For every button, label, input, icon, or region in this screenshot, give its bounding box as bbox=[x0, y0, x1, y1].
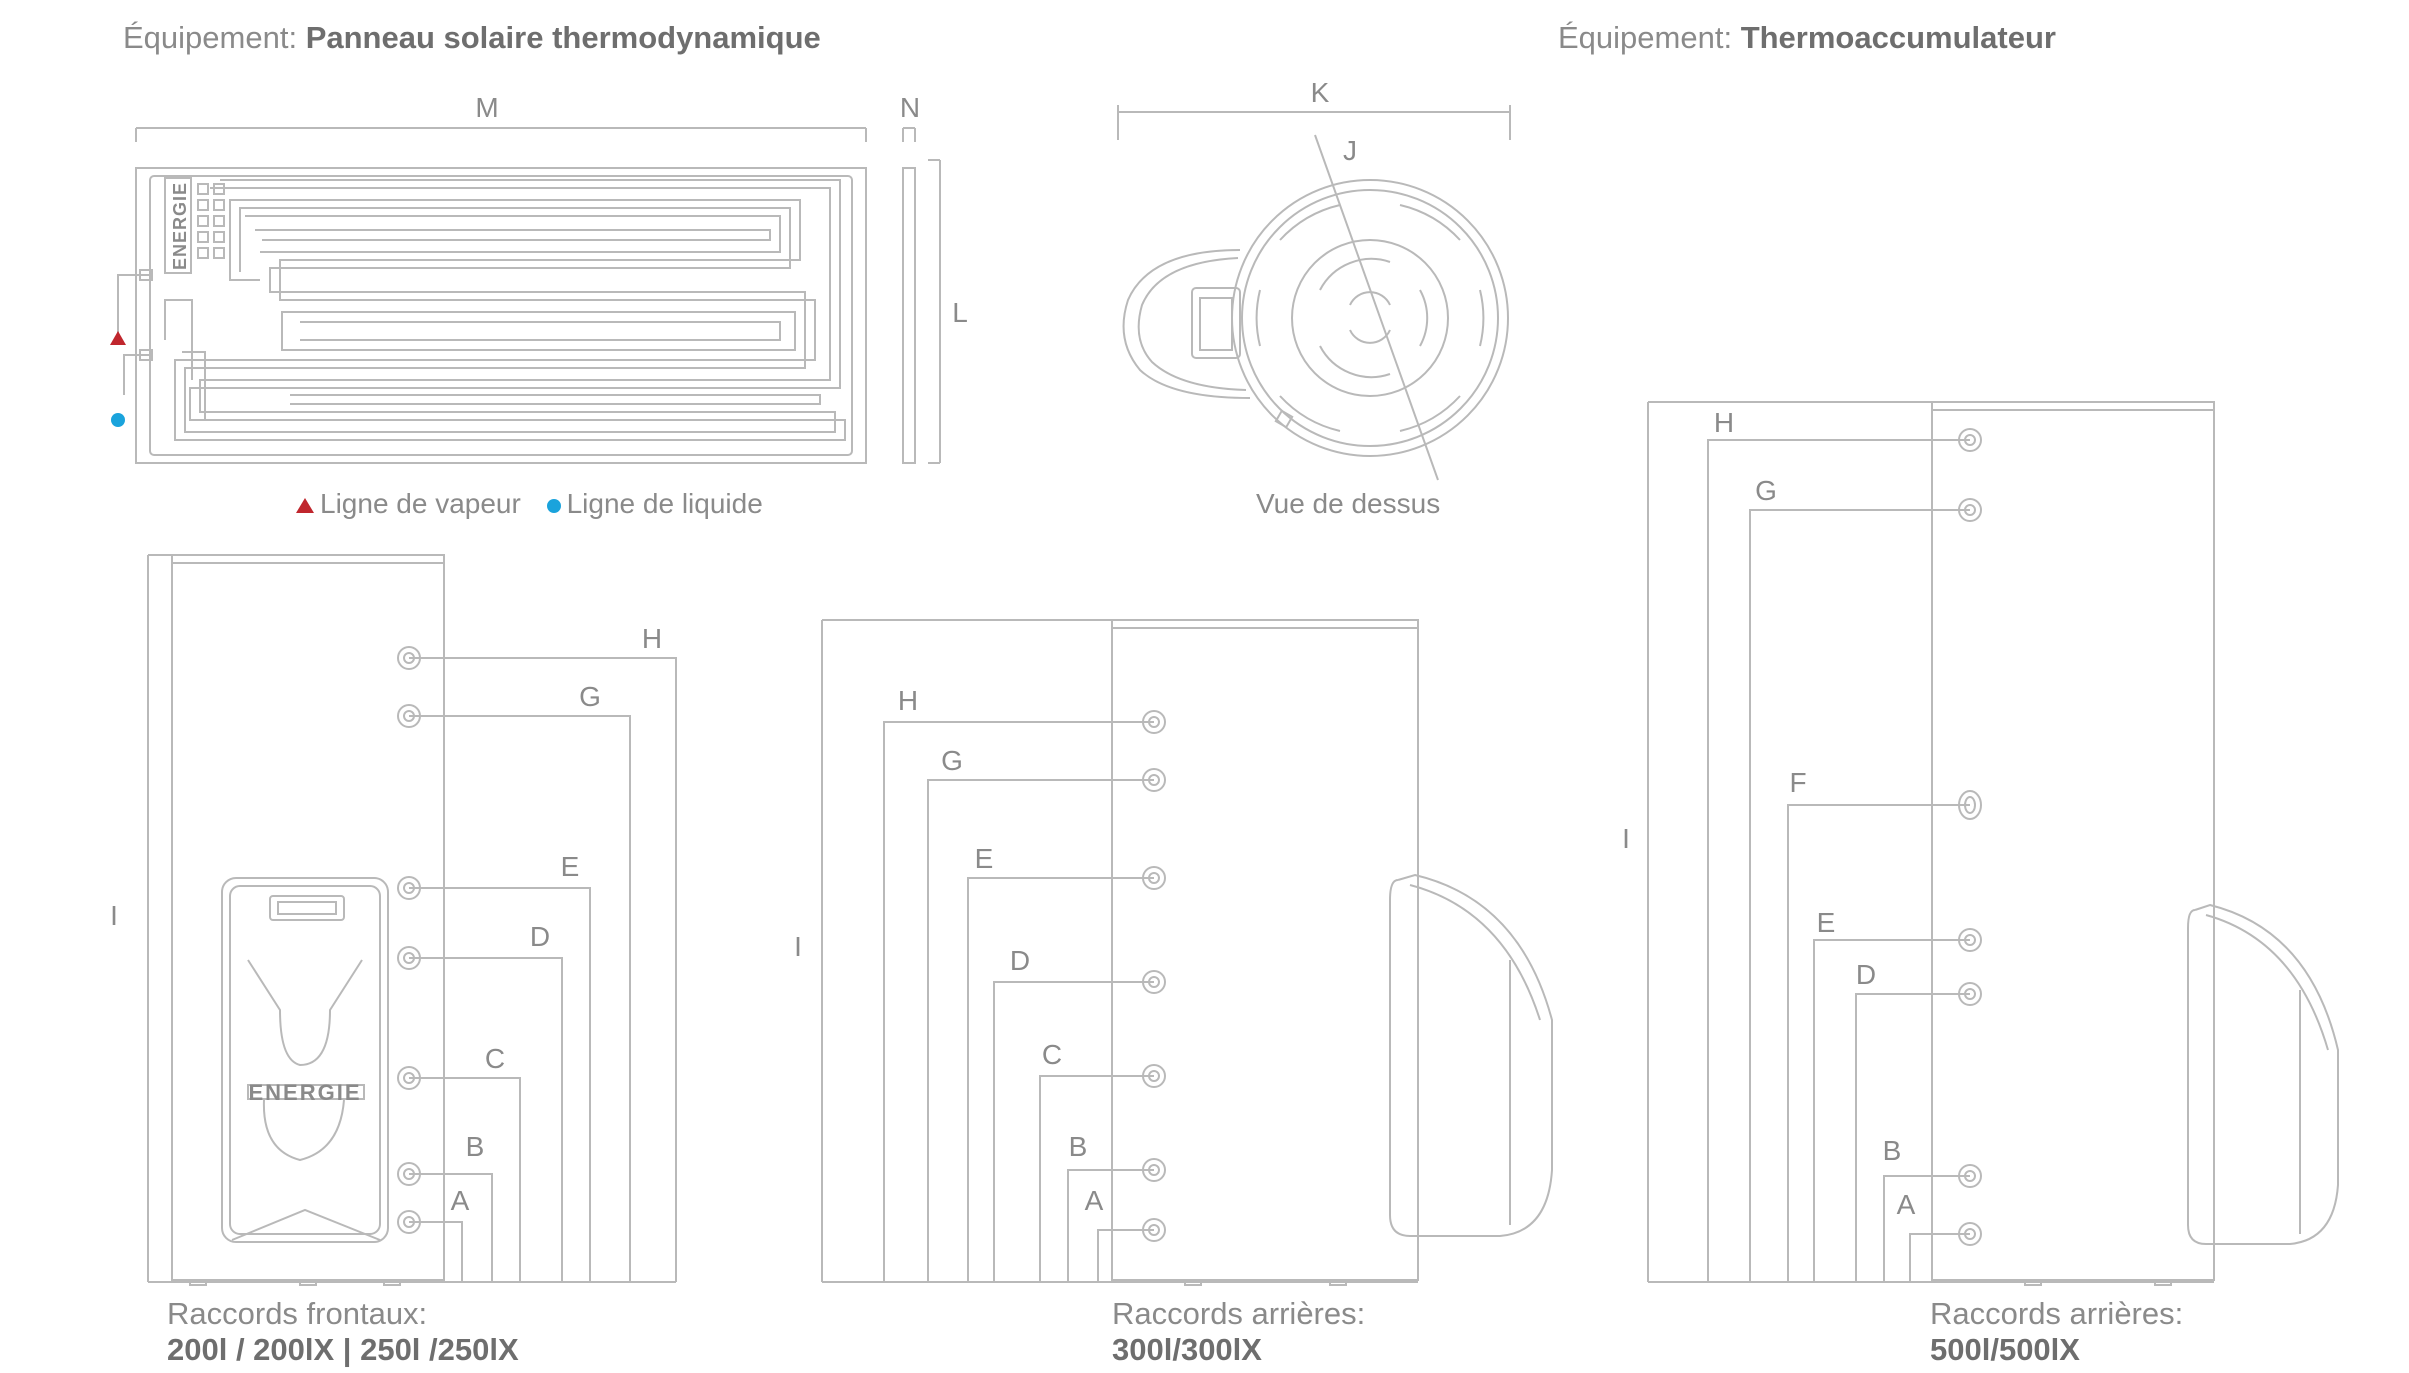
models-caption-500: 500l/500lX bbox=[1930, 1332, 2080, 1367]
header-equipment-name: Panneau solaire thermodynamique bbox=[305, 20, 821, 55]
brand-logo-front: ENERGIE bbox=[248, 1080, 361, 1105]
dim-label-l: L bbox=[952, 297, 968, 328]
conn-label: A bbox=[451, 1185, 470, 1216]
conn-label: D bbox=[530, 921, 550, 952]
conn-label: E bbox=[975, 843, 994, 874]
conn-label: D bbox=[1010, 945, 1030, 976]
conn-label: B bbox=[1883, 1135, 1902, 1166]
header-prefix: Équipement: bbox=[123, 20, 298, 55]
conn-label: G bbox=[1755, 475, 1777, 506]
legend-vapor-label: Ligne de vapeur bbox=[320, 488, 521, 519]
top-view-drawing bbox=[1117, 105, 1511, 481]
front-models-caption: 200l / 200lX | 250l /250lX bbox=[167, 1332, 519, 1367]
conn-label: C bbox=[485, 1043, 505, 1074]
liquid-line-dot-icon bbox=[546, 499, 561, 513]
dim-label-i-300: I bbox=[794, 931, 802, 962]
dim-label-i-500: I bbox=[1622, 823, 1630, 854]
rear-connections-caption-300: Raccords arrières: bbox=[1112, 1296, 1366, 1331]
conn-label: A bbox=[1897, 1189, 1916, 1220]
conn-label: H bbox=[642, 623, 662, 654]
dim-label-k: K bbox=[1311, 77, 1330, 108]
conn-label: C bbox=[1042, 1039, 1062, 1070]
conn-label: H bbox=[1714, 407, 1734, 438]
legend-liquid-label: Ligne de liquide bbox=[566, 488, 763, 519]
header-prefix: Équipement: bbox=[1558, 20, 1733, 55]
rear-connections-caption-500: Raccords arrières: bbox=[1930, 1296, 2184, 1331]
front-tank-drawing bbox=[147, 554, 677, 1286]
solar-panel-drawing bbox=[117, 127, 941, 464]
conn-label: D bbox=[1856, 959, 1876, 990]
conn-label: F bbox=[1789, 767, 1806, 798]
models-caption-300: 300l/300lX bbox=[1112, 1332, 1262, 1367]
header-equipment-name: Thermoaccumulateur bbox=[1740, 20, 2056, 55]
conn-label: E bbox=[561, 851, 580, 882]
vapor-line-marker bbox=[110, 331, 126, 345]
conn-label: H bbox=[898, 685, 918, 716]
liquid-line-marker bbox=[111, 413, 125, 427]
tank-300-drawing bbox=[821, 619, 1553, 1286]
dim-label-m: M bbox=[475, 92, 498, 123]
conn-label: B bbox=[466, 1131, 485, 1162]
brand-logo-panel: ENERGIE bbox=[170, 182, 190, 270]
legend: Ligne de vapeur Ligne de liquide bbox=[296, 488, 763, 520]
conn-label: G bbox=[941, 745, 963, 776]
conn-label: B bbox=[1069, 1131, 1088, 1162]
vapor-line-triangle-icon bbox=[296, 498, 314, 513]
front-connections-caption: Raccords frontaux: bbox=[167, 1296, 428, 1331]
conn-label: E bbox=[1817, 907, 1836, 938]
conn-label: A bbox=[1085, 1185, 1104, 1216]
conn-label: G bbox=[579, 681, 601, 712]
header-solar-panel: Équipement: Panneau solaire thermodynami… bbox=[123, 20, 821, 56]
dim-label-j: J bbox=[1343, 135, 1357, 166]
header-storage-tank: Équipement: Thermoaccumulateur bbox=[1558, 20, 2056, 56]
tank-500-drawing bbox=[1647, 401, 2339, 1286]
dim-label-i-front: I bbox=[110, 900, 118, 931]
dim-label-n: N bbox=[900, 92, 920, 123]
top-view-caption: Vue de dessus bbox=[1256, 488, 1441, 519]
